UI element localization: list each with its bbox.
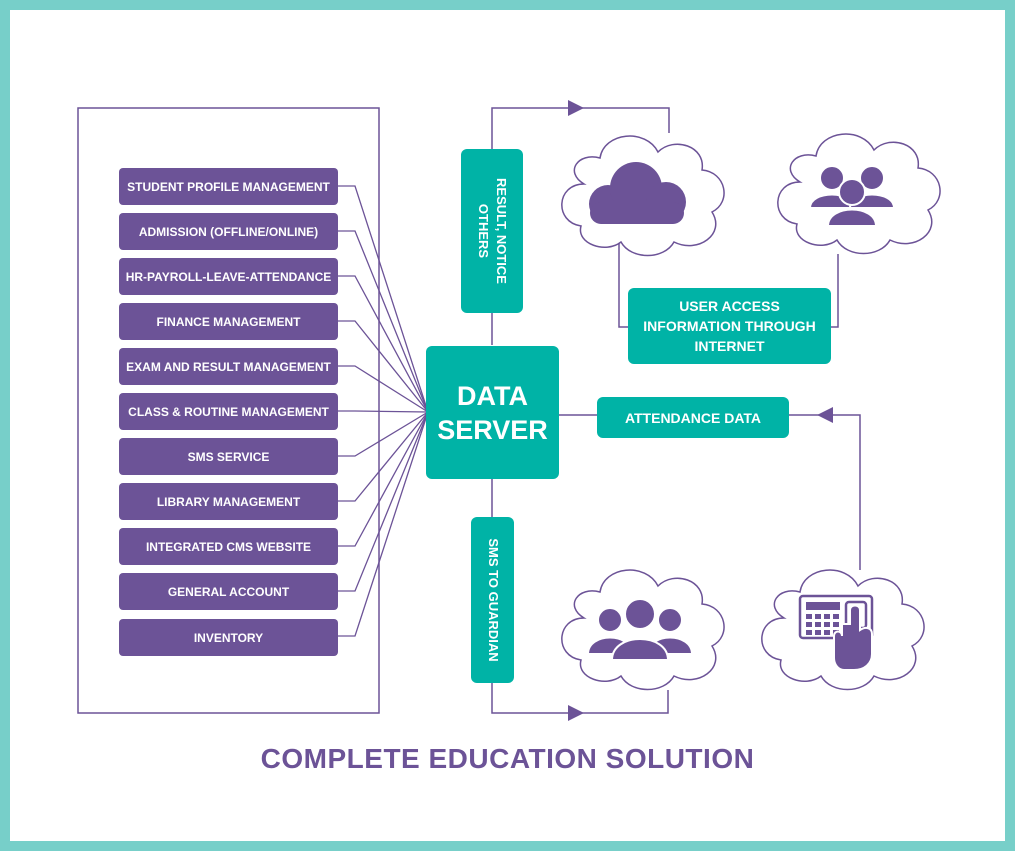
module-class-and-routine-management: CLASS & ROUTINE MANAGEMENT [119,393,338,430]
data-server-box: DATA SERVER [426,346,559,479]
module-integrated-cms-website: INTEGRATED CMS WEBSITE [119,528,338,565]
module-sms-service: SMS SERVICE [119,438,338,475]
user-access-line1: USER ACCESS [679,298,780,314]
module-finance-management: FINANCE MANAGEMENT [119,303,338,340]
users-to-access-line [830,254,839,328]
sms-to-guardian-label: SMS TO GUARDIAN [471,517,514,683]
result-notice-label: RESULT, NOTICE OTHERS [461,149,523,313]
module-exam-and-result-management: EXAM AND RESULT MANAGEMENT [119,348,338,385]
data-server-label-line1: DATA [457,380,528,411]
biometric-keypad-icon [798,594,874,671]
attendance-data-box: ATTENDANCE DATA [597,397,789,438]
result-notice-line1: RESULT, NOTICE [494,178,509,284]
attendance-to-keypad-line [789,414,861,570]
arrow-right-bottom [568,705,584,721]
connector-line [338,411,429,502]
module-connectors [338,185,429,637]
user-access-line3: INTERNET [694,338,765,354]
result-notice-line2: OTHERS [476,203,491,259]
module-general-account: GENERAL ACCOUNT [119,573,338,610]
data-server-label-line2: SERVER [437,414,548,445]
connector-line [338,320,429,413]
modules-panel-border [77,107,380,714]
module-inventory: INVENTORY [119,619,338,656]
connector-line [338,365,429,413]
module-library-management: LIBRARY MANAGEMENT [119,483,338,520]
arrow-right-top [568,100,584,116]
sms-to-guardian-text: SMS TO GUARDIAN [485,538,501,662]
cloud-icon [589,162,686,224]
connector-line [338,411,429,547]
guardians-icon [586,598,694,661]
connector-line [338,185,429,413]
user-access-line2: INFORMATION THROUGH [643,318,816,334]
connector-line [338,275,429,413]
flow-arrows [568,100,833,721]
connector-line [338,411,429,457]
connector-line [338,411,429,637]
cloud-internet-bubble [561,135,725,257]
connector-line [338,410,429,413]
module-admission: ADMISSION (OFFLINE/ONLINE) [119,213,338,250]
user-access-box: USER ACCESS INFORMATION THROUGH INTERNET [628,288,831,364]
connector-line [338,230,429,413]
arrow-left-attendance [817,407,833,423]
attendance-device-bubble [761,569,925,691]
cloud-to-access-line [618,240,628,328]
guardians-bubble [561,569,725,691]
users-group-icon [808,165,896,227]
module-student-profile-management: STUDENT PROFILE MANAGEMENT [119,168,338,205]
connector-line [338,411,429,592]
users-bubble [777,133,941,255]
page-title: COMPLETE EDUCATION SOLUTION [260,743,755,774]
module-hr-payroll-leave-attendance: HR-PAYROLL-LEAVE-ATTENDANCE [119,258,338,295]
